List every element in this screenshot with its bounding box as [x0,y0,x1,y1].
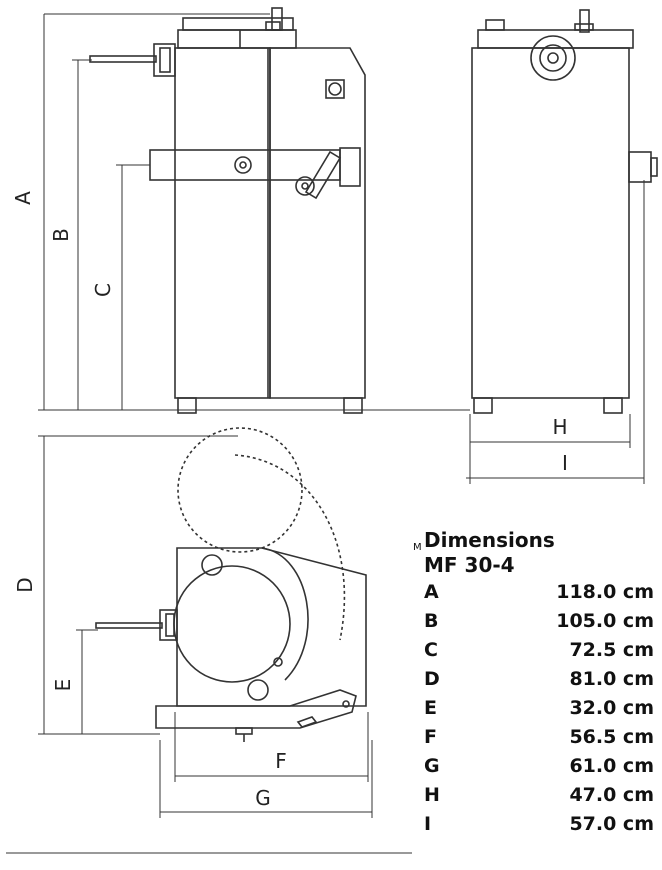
dimension-row: A 118.0 cm [424,578,654,607]
label-h: H [552,415,567,439]
dimension-value: 56.5 cm [569,726,654,748]
label-a: A [11,191,35,205]
tiny-mark: M [413,542,422,553]
dimension-key: F [424,726,437,748]
label-g: G [255,786,271,810]
dimension-row: H 47.0 cm [424,781,654,810]
dimension-value: 105.0 cm [556,610,654,632]
dimension-row: F 56.5 cm [424,723,654,752]
dimension-key: B [424,610,439,632]
label-b: B [49,228,73,242]
dimension-value: 57.0 cm [569,813,654,835]
dimension-key: D [424,668,440,690]
spec-title: Dimensions [424,528,555,552]
label-c: C [91,283,115,297]
dimension-key: H [424,784,440,806]
label-f: F [275,749,287,773]
dimension-row: B 105.0 cm [424,607,654,636]
dimension-value: 72.5 cm [569,639,654,661]
dimension-text: A B C D E F G H I [11,191,568,810]
dimension-value: 118.0 cm [556,581,654,603]
dimension-value: 47.0 cm [569,784,654,806]
dimension-key: I [424,813,432,835]
front-view [89,7,366,414]
dimension-row: C 72.5 cm [424,636,654,665]
dimension-value: 32.0 cm [569,697,654,719]
dimension-rows: A 118.0 cm B 105.0 cm C 72.5 cm D 81.0 cm E 32.0 … [424,578,654,839]
top-view [95,427,367,742]
side-view [471,9,658,414]
dimension-row: I 57.0 cm [424,810,654,839]
dimension-lines [6,13,645,854]
dimension-row: D 81.0 cm [424,665,654,694]
dimension-key: E [424,697,437,719]
dimensions-table: M Dimensions MF 30-4 A 118.0 cm B 105.0 cm C… [413,528,654,839]
dimension-key: C [424,639,438,661]
dimension-value: 81.0 cm [569,668,654,690]
dimension-key: G [424,755,440,777]
dimension-row: E 32.0 cm [424,694,654,723]
dimension-value: 61.0 cm [569,755,654,777]
label-d: D [13,577,37,592]
dimension-row: G 61.0 cm [424,752,654,781]
dimension-key: A [424,581,439,603]
label-i: I [562,451,568,475]
label-e: E [51,679,75,692]
model-name: MF 30-4 [424,553,515,577]
